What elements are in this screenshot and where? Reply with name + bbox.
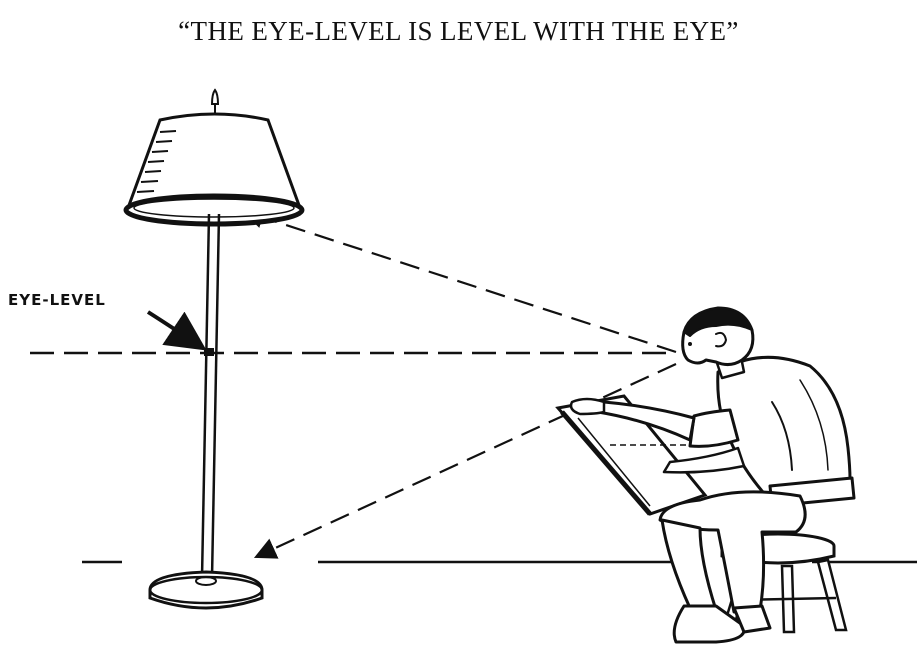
floor-lamp	[126, 90, 302, 608]
sight-line-to-lampshade	[246, 212, 676, 352]
artist-hand	[571, 399, 604, 414]
lamp-pole-right	[212, 214, 219, 578]
lamp-finial	[212, 90, 218, 104]
lamp-pole-left	[202, 214, 209, 578]
artist-arm	[690, 410, 738, 446]
lamp-shade-rim	[126, 196, 302, 224]
eye-level-pointer-arrow	[148, 312, 200, 346]
sight-lines	[246, 212, 676, 556]
artist-eye	[688, 342, 692, 346]
